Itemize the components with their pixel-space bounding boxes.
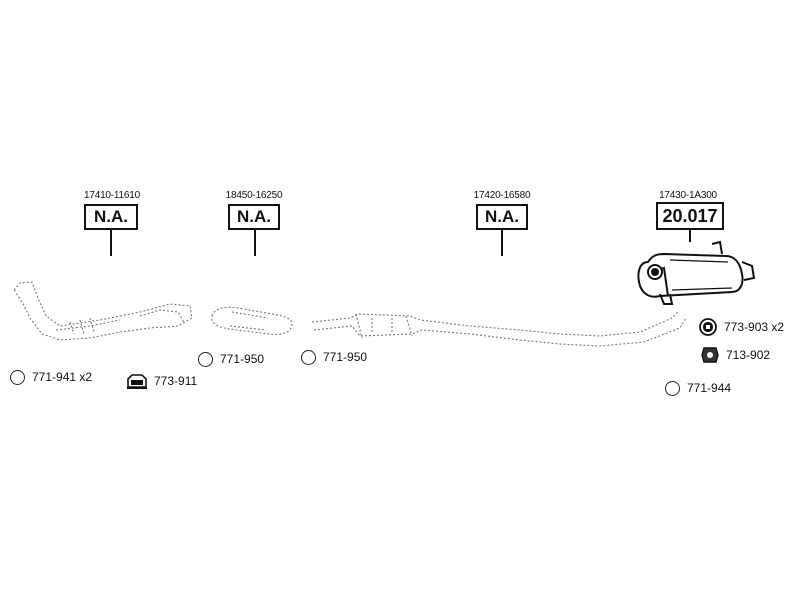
rear-silencer-drawing	[637, 240, 756, 305]
part-label: 713-902	[726, 348, 771, 362]
part-771-950-b[interactable]: 771-950	[301, 346, 367, 368]
part-713-902[interactable]: 713-902	[700, 344, 770, 366]
front-pipe-drawing	[13, 281, 193, 341]
part-label: 771-941 x2	[32, 370, 93, 384]
oem-number-front-pipe: 17410-11610	[83, 190, 140, 201]
leader-line-front-pipe	[110, 230, 112, 256]
mounting-bracket-icon	[127, 374, 147, 389]
part-code-rear-silencer[interactable]: 20.017	[656, 202, 724, 230]
part-label: 771-950	[323, 350, 368, 364]
oem-number-catalyst: 18450-16250	[225, 190, 283, 201]
part-label: 773-903 x2	[724, 320, 785, 334]
part-771-944[interactable]: 771-944	[665, 377, 731, 399]
rubber-mount-icon	[701, 347, 719, 363]
part-773-911[interactable]: 773-911	[126, 370, 197, 392]
oem-number-rear-silencer: 17430-1A300	[659, 190, 717, 201]
leader-line-rear-silencer	[689, 230, 691, 242]
rubber-ring-icon	[665, 380, 680, 396]
rubber-ring-icon	[301, 349, 316, 365]
part-code-center-pipe[interactable]: N.A.	[476, 204, 528, 230]
rubber-ring-icon	[198, 351, 213, 367]
part-771-950-a[interactable]: 771-950	[198, 348, 264, 370]
leader-line-catalyst	[254, 230, 256, 256]
part-code-catalyst[interactable]: N.A.	[228, 204, 280, 230]
part-code-front-pipe[interactable]: N.A.	[84, 204, 138, 230]
part-label: 771-950	[220, 352, 265, 366]
oem-number-center-pipe: 17420-16580	[473, 190, 531, 201]
part-773-903[interactable]: 773-903 x2	[698, 316, 784, 338]
leader-line-center-pipe	[501, 230, 503, 256]
part-771-941[interactable]: 771-941 x2	[10, 366, 92, 388]
rubber-ring-icon	[10, 369, 25, 385]
part-label: 773-911	[154, 374, 198, 388]
rubber-hanger-icon	[699, 318, 717, 336]
catalyst-drawing	[211, 306, 293, 336]
part-label: 771-944	[687, 381, 732, 395]
center-pipe-drawing	[311, 311, 679, 337]
